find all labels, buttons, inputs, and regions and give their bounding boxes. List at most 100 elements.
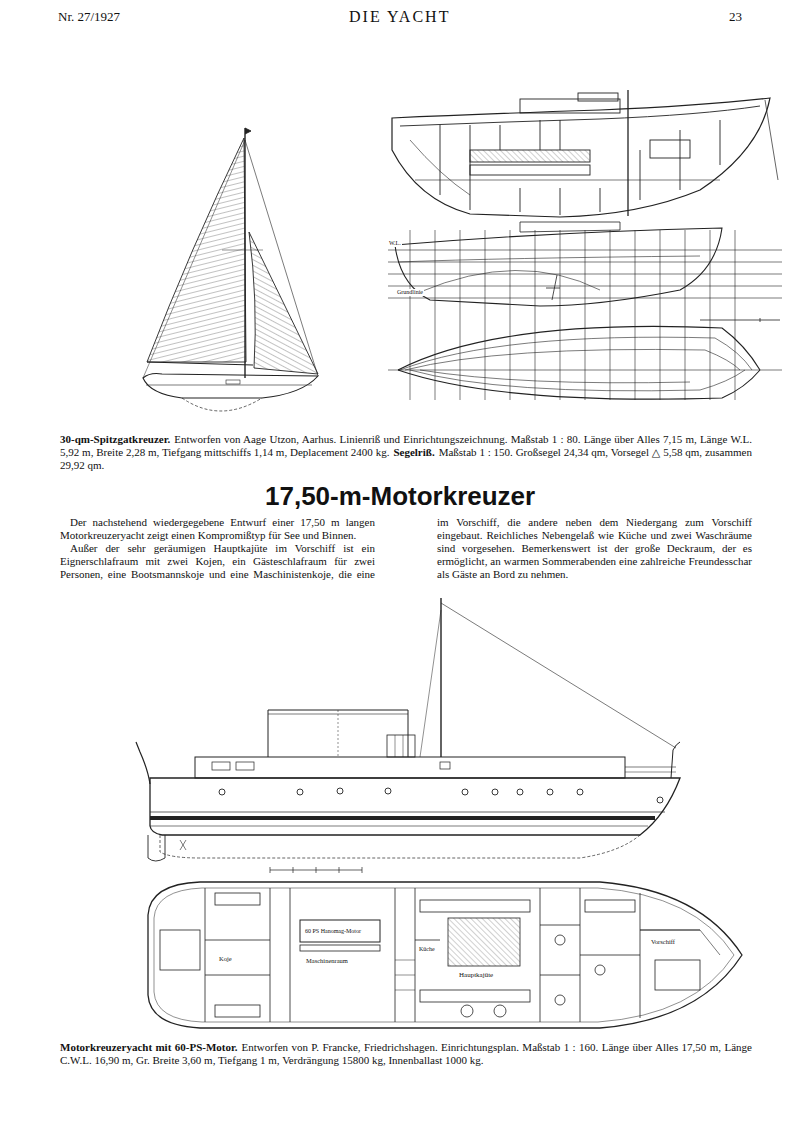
drawing-rect	[300, 920, 380, 942]
drawing-rect	[387, 735, 415, 757]
drawing-path	[546, 275, 560, 300]
drawing-circle	[461, 1005, 473, 1017]
caption-heading: Motorkreuzeryacht mit 60-PS-Motor.	[60, 1041, 238, 1053]
motor-cruiser-profile	[136, 598, 680, 873]
inboard-profile	[392, 90, 778, 217]
page-number: 23	[729, 10, 742, 24]
drawing-line	[440, 598, 441, 757]
drawing-path	[270, 867, 362, 873]
sail-plan	[143, 128, 318, 411]
drawing-line	[627, 90, 628, 216]
drawing-line	[147, 362, 253, 365]
drawing-rect	[420, 900, 530, 912]
drawing-path	[420, 270, 600, 292]
drawing-path	[625, 772, 676, 773]
drawing-path	[150, 778, 680, 835]
drawing-circle	[657, 797, 663, 803]
drawing-circle	[219, 789, 225, 795]
caption-heading: 30-qm-Spitzgatkreuzer.	[60, 433, 170, 445]
drawing-path	[245, 128, 251, 134]
drawing-line	[338, 710, 339, 757]
drawing-rect	[470, 165, 590, 175]
drawing-circle	[547, 789, 553, 795]
drawing-circle	[385, 788, 391, 794]
article-body: Der nachstehend wiedergegebene Entwurf e…	[60, 516, 752, 581]
drawing-circle	[297, 789, 303, 795]
drawing-path	[136, 742, 150, 784]
drawing-path	[410, 140, 470, 195]
drawing-circle	[337, 788, 343, 794]
drawing-circle	[462, 789, 468, 795]
room-label: Koje	[218, 955, 233, 962]
baseline-label: Grundlinie	[396, 289, 424, 296]
drawing-path	[410, 370, 745, 391]
drawing-path	[395, 960, 415, 990]
body-paragraph: Der nachstehend wiedergegebene Entwurf e…	[60, 516, 375, 542]
drawing-rect	[585, 900, 635, 912]
drawing-rect	[448, 918, 520, 966]
drawing-rect	[650, 140, 690, 158]
drawing-rect	[226, 380, 240, 384]
drawing-path	[405, 349, 740, 370]
drawing-path	[420, 370, 690, 383]
engine-label: 60 PS Hanomag-Motor	[304, 928, 362, 935]
room-label: Vorschiff	[650, 938, 676, 945]
drawing-rect	[420, 990, 530, 1002]
drawing-path	[392, 98, 770, 217]
article-heading: 17,50-m-Motorkreuzer	[265, 482, 535, 511]
drawing-path	[249, 232, 318, 374]
drawing-path	[440, 120, 720, 215]
drawing-path	[398, 370, 760, 399]
drawing-rect	[440, 762, 450, 769]
drawing-path	[398, 256, 700, 262]
accommodation-plan	[148, 882, 742, 1028]
drawing-rect	[470, 150, 590, 162]
caption: Motorkreuzeryacht mit 60-PS-Motor.Entwor…	[60, 1041, 752, 1067]
drawing-path	[182, 398, 262, 411]
drawing-path	[395, 735, 403, 757]
drawing-circle	[577, 789, 583, 795]
drawing-path	[148, 835, 165, 861]
drawing-line	[150, 812, 665, 813]
drawing-rect	[215, 893, 260, 905]
drawing-path	[500, 120, 560, 150]
drawing-path	[395, 228, 722, 306]
drawing-path	[410, 230, 735, 400]
drawing-rect	[655, 960, 700, 990]
caption: 30-qm-Spitzgatkreuzer.Entworfen von Aage…	[60, 433, 752, 472]
drawing-line	[222, 250, 263, 251]
drawing-circle	[492, 789, 498, 795]
drawing-path	[700, 318, 780, 322]
room-label: Küche	[418, 946, 436, 953]
drawing-line	[143, 140, 245, 378]
drawing-line	[415, 180, 720, 181]
drawing-rect	[578, 93, 618, 101]
drawing-rect	[215, 1005, 260, 1017]
drawing-rect	[160, 930, 200, 970]
drawing-path	[640, 930, 720, 955]
drawing-line	[625, 767, 676, 768]
drawing-rect	[150, 816, 655, 820]
drawing-path	[400, 337, 752, 370]
drawing-line	[150, 826, 648, 827]
drawing-rect	[195, 757, 625, 778]
drawing-line	[441, 603, 676, 748]
drawing-circle	[555, 935, 565, 945]
drawing-circle	[494, 1005, 506, 1017]
drawing-path	[398, 326, 760, 370]
caption-heading: Segelriß.	[393, 446, 434, 458]
issue-number: Nr. 27/1927	[58, 10, 120, 24]
drawing-circle	[517, 789, 523, 795]
drawing-rect	[212, 762, 230, 770]
drawing-line	[245, 140, 318, 376]
drawing-circle	[595, 965, 605, 975]
magazine-title: DIE YACHT	[349, 8, 450, 26]
drawing-path	[148, 882, 742, 1028]
room-label: Maschinenraum	[305, 957, 349, 964]
drawing-rect	[236, 762, 254, 770]
drawing-path	[180, 840, 186, 850]
drawing-path	[205, 888, 640, 1022]
lines-plan	[388, 222, 782, 400]
drawing-line	[420, 610, 441, 757]
